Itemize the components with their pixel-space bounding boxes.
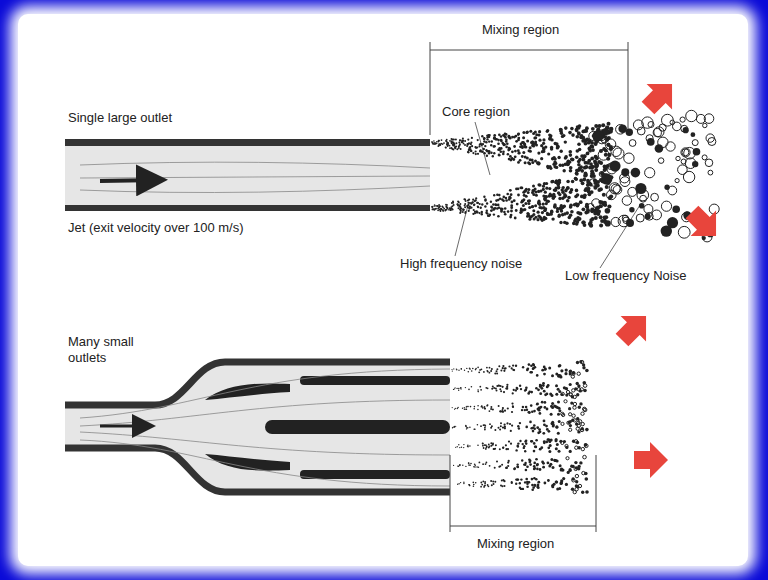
leader-lines xyxy=(455,122,640,268)
multi-outlet-pipe xyxy=(65,362,450,492)
mixing-bracket xyxy=(450,455,596,532)
label: Mixing region xyxy=(475,536,556,552)
label: Single large outlet xyxy=(66,110,174,126)
label: Core region xyxy=(440,104,512,120)
label: Many small outlets xyxy=(66,334,140,366)
mixing-bracket xyxy=(430,42,628,135)
single-outlet-pipe xyxy=(65,139,430,211)
label: Mixing region xyxy=(480,22,561,38)
small-jet-dots xyxy=(451,360,588,494)
shear-layer-dots xyxy=(431,110,719,242)
label: High frequency noise xyxy=(398,256,524,272)
label: Jet (exit velocity over 100 m/s) xyxy=(66,220,246,236)
label: Low frequency Noise xyxy=(563,268,688,284)
